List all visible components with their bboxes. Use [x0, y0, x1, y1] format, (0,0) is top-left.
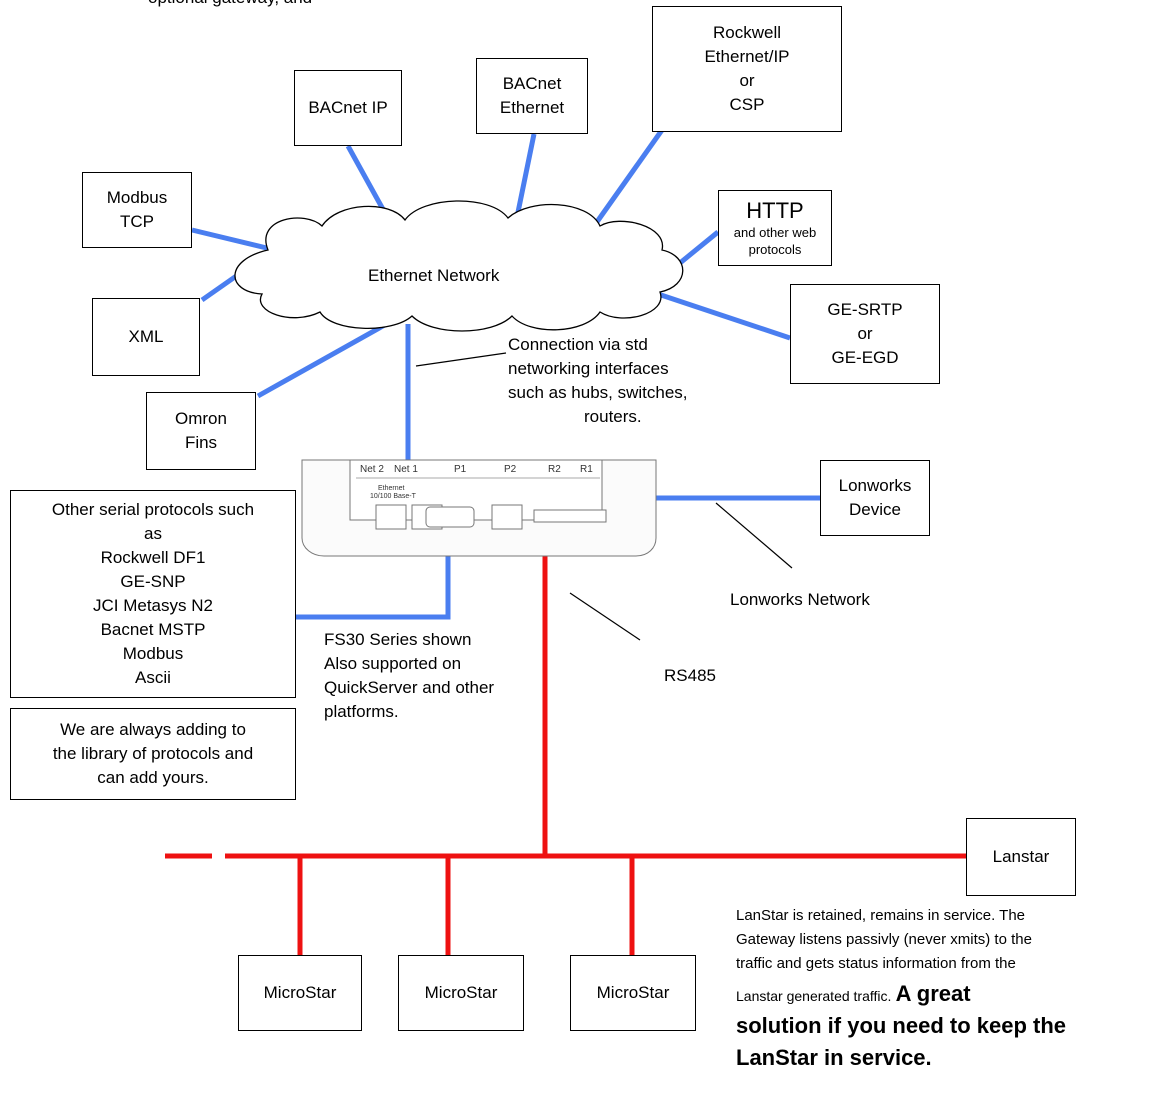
bacnet-ethernet-box: BACnet Ethernet: [476, 58, 588, 134]
link-ge: [651, 289, 791, 341]
serial-label-3: Rockwell DF1: [100, 548, 206, 567]
lonworks-device-label-2: Device: [849, 500, 901, 519]
ge-label-2: or: [857, 324, 873, 343]
ge-label-1: GE-SRTP: [827, 300, 903, 319]
p2-port: [491, 504, 523, 530]
lanstar-note-3: traffic and gets status information from…: [736, 955, 1016, 972]
serial-label-4: GE-SNP: [120, 572, 186, 591]
omron-label-1: Omron: [175, 409, 227, 428]
bacnet-ethernet-label-1: BACnet: [502, 74, 562, 93]
lanstar-note-4: Lanstar generated traffic. A great: [736, 978, 1066, 1010]
lanstar-note: LanStar is retained, remains in service.…: [736, 904, 1066, 1074]
microstar-label-2: MicroStar: [424, 983, 498, 1002]
ethernet-cloud: [234, 200, 684, 332]
http-box: HTTP and other web protocols: [718, 190, 832, 266]
rockwell-label-3: or: [739, 71, 755, 90]
lanstar-bold-line-2: LanStar in service.: [736, 1045, 932, 1070]
xml-box: XML: [92, 298, 200, 376]
net2-port: [375, 504, 407, 530]
http-label-1: HTTP: [746, 198, 804, 223]
serial-label-6: Bacnet MSTP: [100, 620, 206, 639]
serial-label-8: Ascii: [135, 668, 171, 687]
link-omron: [256, 319, 392, 399]
p1-port: [425, 506, 475, 528]
callout-rs485: [569, 592, 641, 641]
http-label-3: protocols: [748, 242, 802, 257]
lonworks-network-label: Lonworks Network: [730, 590, 870, 609]
connection-note-2: networking interfaces: [508, 359, 669, 378]
ethernet-text-2: 10/100 Base-T: [370, 493, 417, 500]
http-label-2: and other web: [733, 225, 817, 240]
callout-lines: [415, 352, 793, 641]
ge-box: GE-SRTP or GE-EGD: [790, 284, 940, 384]
microstar-box-3: MicroStar: [570, 955, 696, 1031]
port-label-p1: P1: [454, 464, 467, 475]
ge-label-3: GE-EGD: [831, 348, 899, 367]
library-label-2: the library of protocols and: [52, 744, 254, 763]
serial-label-7: Modbus: [122, 644, 184, 663]
microstar-label-3: MicroStar: [596, 983, 670, 1002]
lanstar-note-2: Gateway listens passivly (never xmits) t…: [736, 931, 1032, 948]
ethernet-text-1: Ethernet: [378, 485, 405, 492]
port-label-net2: Net 2: [360, 464, 384, 475]
gateway-device: [301, 459, 657, 557]
serial-label-1: Other serial protocols such: [51, 500, 255, 519]
microstar-box-2: MicroStar: [398, 955, 524, 1031]
device-port-labels: Net 2 Net 1 P1 P2 R2 R1 Ethernet 10/100 …: [360, 464, 593, 500]
fs30-note-4: platforms.: [324, 702, 399, 721]
library-label-3: can add yours.: [97, 768, 209, 787]
lanstar-note-bold: A great: [895, 981, 971, 1006]
lanstar-label: Lanstar: [992, 847, 1050, 866]
fs30-note: FS30 Series shown Also supported on Quic…: [324, 628, 494, 724]
fs30-note-3: QuickServer and other: [324, 678, 495, 697]
lanstar-note-1: LanStar is retained, remains in service.…: [736, 907, 1026, 924]
microstar-box-1: MicroStar: [238, 955, 362, 1031]
bacnet-ip-label: BACnet IP: [308, 98, 388, 117]
library-note-box: We are always adding to the library of p…: [10, 708, 296, 800]
port-label-p2: P2: [504, 464, 517, 475]
rockwell-label-2: Ethernet/IP: [704, 47, 790, 66]
lonworks-device-label-1: Lonworks: [838, 476, 912, 495]
serial-label-5: JCI Metasys N2: [93, 596, 213, 615]
callout-connection: [415, 352, 507, 367]
lanstar-note-last: Lanstar generated traffic.: [736, 988, 892, 1004]
rockwell-label-1: Rockwell: [712, 23, 782, 42]
fs30-note-2: Also supported on: [324, 654, 462, 673]
lonworks-device-box: Lonworks Device: [820, 460, 930, 536]
connection-note: Connection via std networking interfaces…: [508, 333, 688, 429]
connection-note-4: routers.: [584, 407, 642, 426]
port-label-r1: R1: [580, 464, 593, 475]
modbus-tcp-box: Modbus TCP: [82, 172, 192, 248]
connection-note-3: such as hubs, switches,: [508, 383, 688, 402]
rs485-bus: [165, 523, 966, 955]
modbus-tcp-label-1: Modbus: [106, 188, 168, 207]
lanstar-box: Lanstar: [966, 818, 1076, 896]
callout-lonworks: [715, 502, 793, 569]
cloud-label: Ethernet Network: [368, 266, 500, 285]
link-rockwell: [584, 128, 665, 238]
serial-protocols-box: Other serial protocols such as Rockwell …: [10, 490, 296, 698]
top-clipped-text: optional gateway, and: [148, 0, 312, 10]
lanstar-bold-line-1: solution if you need to keep the: [736, 1013, 1067, 1038]
rs485-label: RS485: [664, 666, 716, 685]
omron-label-2: Fins: [184, 433, 218, 452]
connection-note-1: Connection via std: [508, 335, 648, 354]
port-label-r2: R2: [548, 464, 561, 475]
library-label-1: We are always adding to: [60, 720, 246, 739]
rockwell-box: Rockwell Ethernet/IP or CSP: [652, 6, 842, 132]
microstar-label-1: MicroStar: [263, 983, 337, 1002]
omron-box: Omron Fins: [146, 392, 256, 470]
port-label-net1: Net 1: [394, 464, 418, 475]
bacnet-ethernet-label-2: Ethernet: [499, 98, 565, 117]
fs30-note-1: FS30 Series shown: [324, 630, 472, 649]
link-modbus-tcp: [191, 227, 276, 253]
link-bacnet-ethernet: [513, 133, 537, 223]
bacnet-ip-box: BACnet IP: [294, 70, 402, 146]
terminal-block: [533, 509, 607, 523]
modbus-tcp-label-2: TCP: [120, 212, 154, 231]
serial-label-2: as: [144, 524, 162, 543]
rockwell-label-4: CSP: [729, 95, 765, 114]
xml-label: XML: [128, 327, 164, 346]
